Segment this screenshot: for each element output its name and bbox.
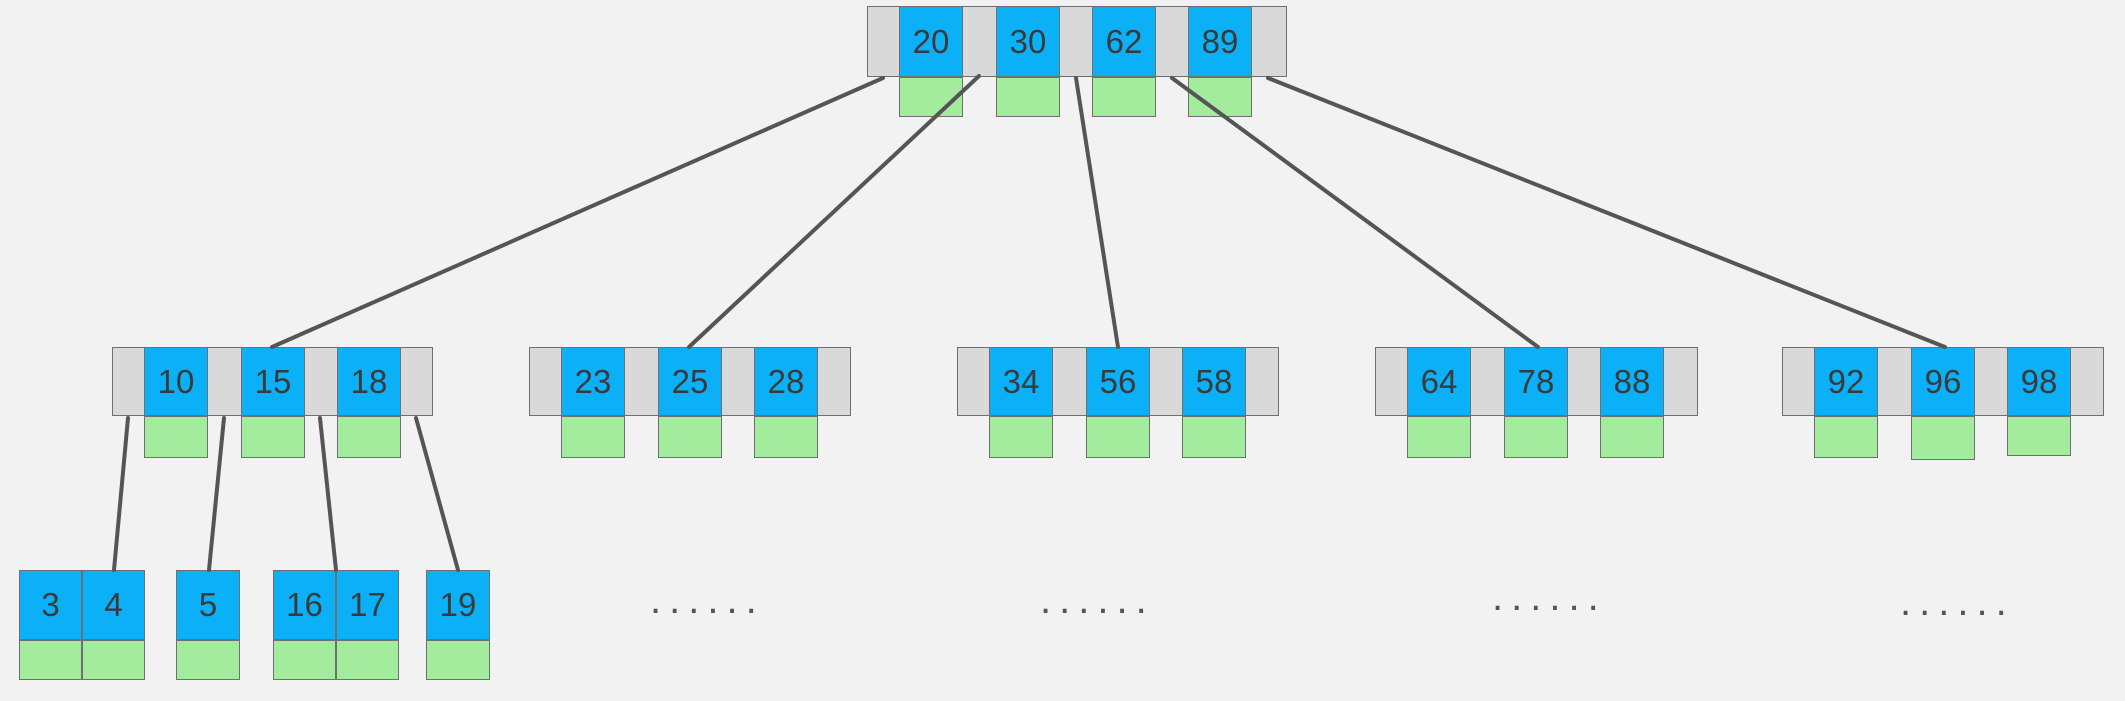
key-cell: 78: [1504, 347, 1568, 416]
key-cell: 34: [989, 347, 1053, 416]
data-cell: [144, 416, 208, 458]
key-cell: 19: [426, 570, 490, 640]
key-cell: 15: [241, 347, 305, 416]
key-cell: 3: [19, 570, 82, 640]
data-cell: [1182, 416, 1246, 458]
key-cell: 28: [754, 347, 818, 416]
ellipsis-label: ......: [1040, 578, 1155, 622]
edge-line: [112, 416, 130, 572]
ellipsis-label: ......: [650, 578, 765, 622]
key-cell: 88: [1600, 347, 1664, 416]
data-cell: [176, 640, 240, 680]
edge-line: [207, 416, 226, 572]
ellipsis-label: ......: [1900, 580, 2015, 624]
data-cell: [241, 416, 305, 458]
data-cell: [337, 416, 401, 458]
key-cell: 98: [2007, 347, 2071, 416]
data-cell: [1814, 416, 1878, 458]
data-cell: [989, 416, 1053, 458]
data-cell: [1188, 77, 1252, 117]
data-cell: [1600, 416, 1664, 458]
key-cell: 96: [1911, 347, 1975, 416]
key-cell: 30: [996, 6, 1060, 77]
data-cell: [426, 640, 490, 680]
edge-line: [414, 416, 460, 572]
key-cell: 17: [336, 570, 399, 640]
key-cell: 18: [337, 347, 401, 416]
data-cell: [754, 416, 818, 458]
data-cell: [899, 77, 963, 117]
edge-line: [1074, 76, 1120, 349]
data-cell: [2007, 416, 2071, 456]
data-cell: [658, 416, 722, 458]
key-cell: 25: [658, 347, 722, 416]
key-cell: 92: [1814, 347, 1878, 416]
edge-line: [1266, 76, 1947, 349]
data-cell: [1911, 416, 1975, 460]
key-cell: 10: [144, 347, 208, 416]
key-cell: 56: [1086, 347, 1150, 416]
data-cell: [1407, 416, 1471, 458]
ellipsis-label: ......: [1492, 575, 1607, 619]
data-cell: [561, 416, 625, 458]
data-cell: [996, 77, 1060, 117]
data-cell: [1504, 416, 1568, 458]
key-cell: 89: [1188, 6, 1252, 77]
data-cell: [19, 640, 82, 680]
edge-line: [1170, 76, 1540, 349]
key-cell: 4: [82, 570, 145, 640]
key-cell: 20: [899, 6, 963, 77]
key-cell: 58: [1182, 347, 1246, 416]
data-cell: [336, 640, 399, 680]
key-cell: 5: [176, 570, 240, 640]
key-cell: 16: [273, 570, 336, 640]
edge-line: [318, 416, 338, 572]
key-cell: 62: [1092, 6, 1156, 77]
data-cell: [1086, 416, 1150, 458]
edge-line: [270, 76, 885, 349]
key-cell: 64: [1407, 347, 1471, 416]
data-cell: [1092, 77, 1156, 117]
data-cell: [273, 640, 336, 680]
data-cell: [82, 640, 145, 680]
key-cell: 23: [561, 347, 625, 416]
